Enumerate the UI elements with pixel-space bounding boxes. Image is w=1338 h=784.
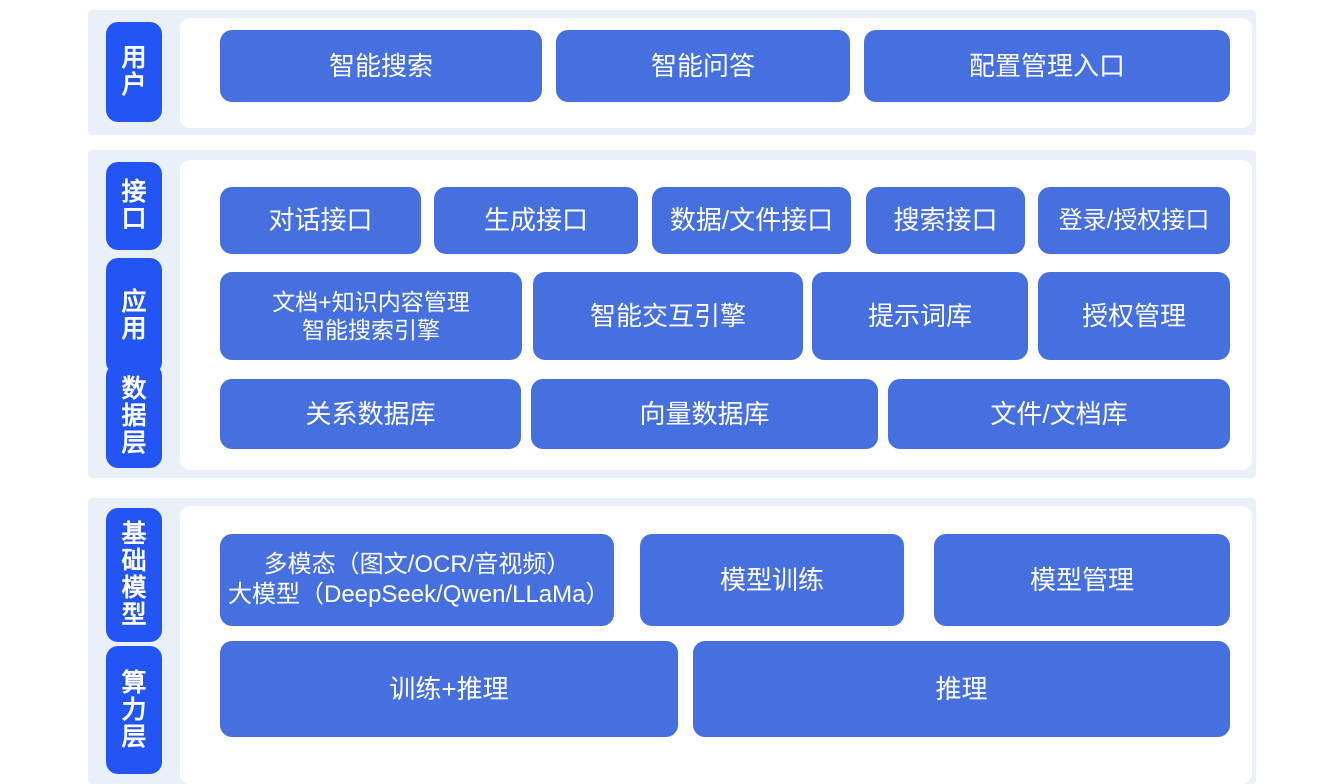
layer-tag-application: 应用: [106, 258, 162, 374]
box-smart-search[interactable]: 智能搜索: [220, 30, 542, 102]
layer-tag-foundation-model: 基础模型: [106, 508, 162, 642]
box-document-knowledge-management-line2: 智能搜索引擎: [302, 317, 440, 343]
box-model-training[interactable]: 模型训练: [640, 534, 904, 626]
box-training-and-inference[interactable]: 训练+推理: [220, 641, 678, 737]
layer-tag-application-label: 应用: [121, 288, 147, 343]
box-multimodal-large-model[interactable]: 多模态（图文/OCR/音视频） 大模型（DeepSeek/Qwen/LLaMa）: [220, 534, 614, 626]
layer-tag-data-label: 数据层: [121, 374, 147, 457]
layer-tag-interface-label: 接口: [121, 178, 147, 233]
box-model-management[interactable]: 模型管理: [934, 534, 1230, 626]
box-vector-database[interactable]: 向量数据库: [531, 379, 878, 449]
layer-tag-data: 数据层: [106, 364, 162, 468]
box-file-document-store[interactable]: 文件/文档库: [888, 379, 1230, 449]
box-smart-qa[interactable]: 智能问答: [556, 30, 850, 102]
layer-tag-foundation-model-label: 基础模型: [121, 520, 147, 629]
box-document-knowledge-management[interactable]: 文档+知识内容管理 智能搜索引擎: [220, 272, 522, 360]
box-generation-api[interactable]: 生成接口: [434, 187, 638, 254]
layer-tag-interface: 接口: [106, 162, 162, 250]
box-multimodal-large-model-line1: 多模态（图文/OCR/音视频）: [263, 550, 571, 578]
box-relational-database[interactable]: 关系数据库: [220, 379, 521, 449]
box-search-api[interactable]: 搜索接口: [866, 187, 1025, 254]
box-smart-interaction-engine[interactable]: 智能交互引擎: [533, 272, 803, 360]
layer-tag-compute: 算力层: [106, 646, 162, 774]
box-login-auth-api[interactable]: 登录/授权接口: [1038, 187, 1230, 254]
layer-tag-compute-label: 算力层: [121, 668, 147, 751]
box-authorization-management[interactable]: 授权管理: [1038, 272, 1230, 360]
box-document-knowledge-management-line1: 文档+知识内容管理: [272, 288, 470, 315]
box-data-file-api[interactable]: 数据/文件接口: [652, 187, 851, 254]
layer-tag-user-label: 用户: [121, 44, 147, 99]
box-dialog-api[interactable]: 对话接口: [220, 187, 421, 254]
layer-tag-user: 用户: [106, 22, 162, 122]
box-config-management-entry[interactable]: 配置管理入口: [864, 30, 1230, 102]
box-multimodal-large-model-line2: 大模型（DeepSeek/Qwen/LLaMa）: [228, 581, 610, 608]
box-prompt-library[interactable]: 提示词库: [812, 272, 1028, 360]
box-inference[interactable]: 推理: [693, 641, 1230, 737]
